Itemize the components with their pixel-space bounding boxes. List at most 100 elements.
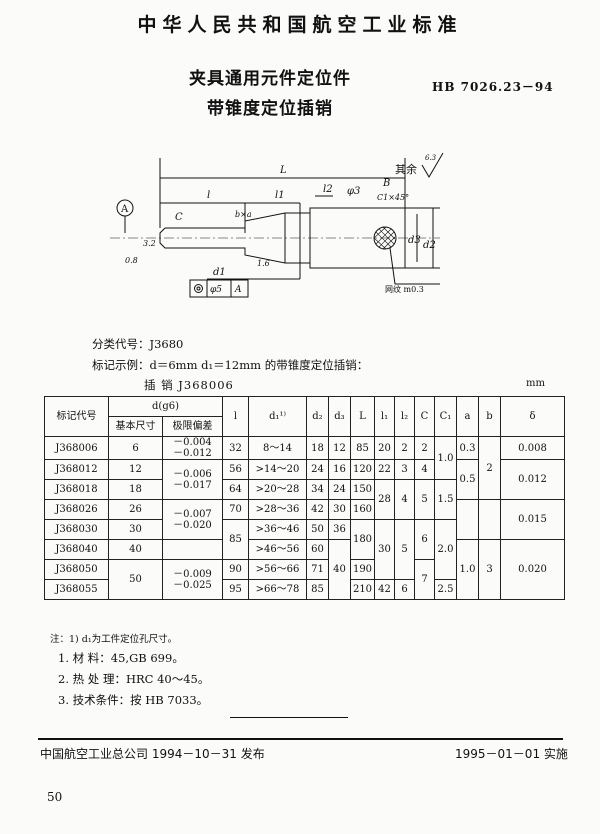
table-cell: 160 (350, 499, 375, 520)
class-code: 分类代号：J3680 (92, 337, 184, 351)
table-cell: 22 (374, 459, 395, 480)
roughness-1-6: 1.6 (257, 259, 270, 268)
table-cell: 24 (306, 459, 329, 480)
marking-example-code: 插 销 J368006 (144, 378, 234, 392)
table-cell: 1.0 (456, 539, 479, 600)
table-cell: >20～28 (248, 479, 307, 500)
footer-rule (38, 738, 563, 740)
table-cell: 16 (328, 459, 351, 480)
note-material: 1. 材 料：45,GB 699。 (58, 651, 184, 665)
title-line-2: 带锥度定位插销 (207, 99, 333, 119)
table-cell: 3 (478, 539, 501, 600)
knurl-note: 网纹 m0.3 (385, 284, 424, 294)
dim-L: L (279, 165, 287, 176)
table-cell: >14～20 (248, 459, 307, 480)
th-d-basic: 基本尺寸 (108, 416, 163, 437)
table-cell: 3 (394, 459, 415, 480)
table-cell: 40 (108, 539, 163, 560)
table-row: J368026 26 －0.007－0.020 70 >28～36 42 30 … (44, 499, 565, 540)
table-row: J368030 30 85 >36～46 50 36 180 30 5 6 2.… (44, 519, 565, 580)
table-cell: 30 (374, 519, 395, 580)
roughness-rest: 6.3 (425, 154, 437, 162)
table-cell: 12 (328, 436, 351, 460)
table-row: J368006 6 －0.004－0.012 32 8～14 18 12 85 … (44, 436, 565, 500)
table-cell: 1.0 (434, 436, 457, 480)
table-cell: 6 (414, 519, 435, 560)
table-cell: 32 (222, 436, 249, 460)
dim-b: b×a (235, 210, 252, 219)
table-cell: 18 (108, 479, 163, 500)
th-code: 标记代号 (44, 396, 109, 437)
table-cell: 85 (222, 519, 249, 560)
dim-B: B (382, 178, 390, 189)
table-cell: J368006 (44, 436, 109, 460)
table-cell: 30 (108, 519, 163, 540)
table-cell (456, 499, 479, 540)
end-rule (230, 717, 348, 718)
dim-phi3: φ3 (347, 186, 360, 197)
th-a: a (456, 396, 479, 437)
table-cell: J368030 (44, 519, 109, 540)
roughness-0-8: 0.8 (125, 256, 138, 265)
table-cell (162, 539, 223, 560)
dim-d3: d3 (408, 235, 421, 246)
table-cell: 0.3 (456, 436, 479, 460)
table-cell: 26 (108, 499, 163, 520)
table-cell: 1.5 (434, 479, 457, 520)
dev-6: －0.004－0.012 (162, 436, 223, 460)
note-technical-conditions: 3. 技术条件：按 HB 7033。 (58, 693, 209, 707)
table-cell: 18 (306, 436, 329, 460)
table-cell: 6 (394, 579, 415, 600)
spec-table: 标记代号 d(g6) l d₁¹⁾ d₂ d₃ L l₁ l₂ C C₁ a b… (44, 396, 565, 600)
th-C1: C₁ (434, 396, 457, 437)
roughness-3-2: 3.2 (143, 239, 156, 248)
standard-body-header: 中华人民共和国航空工业标准 (137, 14, 463, 36)
page-number: 50 (47, 790, 63, 804)
table-cell: 24 (328, 479, 351, 500)
table-row: J368040 40 >46～56 60 40 1.0 3 0.020 (44, 539, 565, 600)
table-cell: 210 (350, 579, 375, 600)
table-cell: 20 (374, 436, 395, 460)
table-cell: 64 (222, 479, 249, 500)
th-d2: d₂ (306, 396, 329, 437)
table-cell: 50 (108, 559, 163, 600)
dim-l2: l2 (323, 184, 333, 195)
table-cell: >36～46 (248, 519, 307, 540)
table-cell: 2 (414, 436, 435, 460)
th-d-dev: 极限偏差 (162, 416, 223, 437)
table-cell: >28～36 (248, 499, 307, 520)
table-row: J368050 50 －0.009－0.025 90 >56～66 71 190… (44, 559, 565, 600)
table-cell: 0.020 (500, 539, 565, 600)
frame-d1: d1 (213, 267, 226, 278)
table-cell: 90 (222, 559, 249, 580)
table-cell: 70 (222, 499, 249, 520)
th-L: L (350, 396, 375, 437)
th-d: d(g6) (108, 396, 223, 417)
table-cell: 0.012 (500, 459, 565, 500)
table-cell: 95 (222, 579, 249, 600)
dev-26-30: －0.007－0.020 (162, 499, 223, 540)
th-d1: d₁¹⁾ (248, 396, 307, 437)
table-cell: 5 (394, 519, 415, 580)
th-l2: l₂ (394, 396, 415, 437)
notes: 注：1) d₁为工件定位孔尺寸。 1. 材 料：45,GB 699。 2. 热 … (50, 632, 209, 711)
table-cell: J368040 (44, 539, 109, 560)
table-cell: 0.015 (500, 499, 565, 540)
table-cell: 7 (414, 559, 435, 600)
table-row: J368018 18 64 >20～28 34 24 150 28 4 5 1.… (44, 479, 565, 520)
table-cell: 5 (414, 479, 435, 520)
th-b: b (478, 396, 501, 437)
th-C: C (414, 396, 435, 437)
table-cell: 6 (108, 436, 163, 460)
table-cell: 0.5 (456, 459, 479, 500)
footnote: 注：1) d₁为工件定位孔尺寸。 (50, 634, 178, 645)
issue-date: 中国航空工业总公司 1994－10－31 发布 (40, 747, 265, 761)
table-cell: J368012 (44, 459, 109, 480)
table-cell: J368055 (44, 579, 109, 600)
table-cell: >56～66 (248, 559, 307, 580)
table-cell: 50 (306, 519, 329, 540)
table-cell: J368050 (44, 559, 109, 580)
table-cell: 40 (328, 539, 351, 600)
unit-label: mm (526, 378, 545, 389)
frame-datum: A (234, 285, 242, 295)
